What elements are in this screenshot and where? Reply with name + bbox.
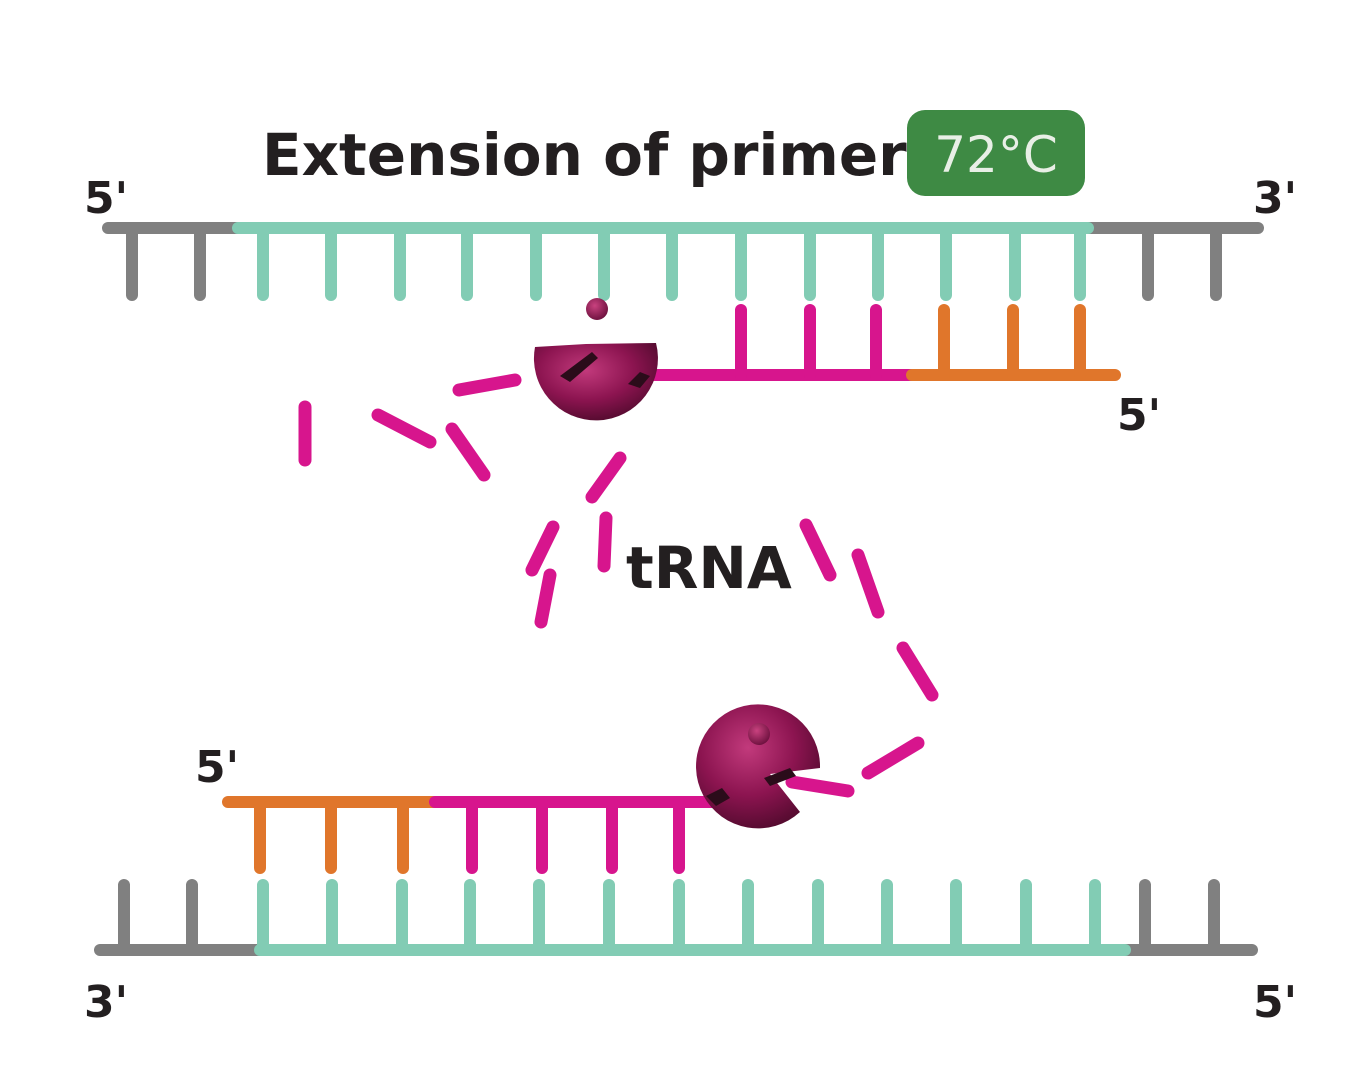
lower-primer-end-label: 5' xyxy=(195,742,239,793)
trna-label: tRNA xyxy=(626,534,792,602)
free-nucleotide xyxy=(585,451,627,504)
free-nucleotide xyxy=(861,736,925,780)
free-nucleotide xyxy=(785,775,855,798)
temperature-badge: 72°C xyxy=(907,110,1085,196)
free-nucleotide xyxy=(851,548,885,619)
top-right-end-label: 3' xyxy=(1253,173,1297,224)
top-strand-bases xyxy=(126,222,1222,301)
free-nucleotide xyxy=(597,511,613,573)
free-nucleotide xyxy=(896,641,939,702)
polymerase-lower-body xyxy=(696,704,821,829)
bottom-left-end-label: 3' xyxy=(84,977,128,1028)
upper-primer-end-label: 5' xyxy=(1117,390,1161,441)
free-nucleotide xyxy=(371,408,437,449)
upper-new-bases xyxy=(735,304,1086,381)
free-nucleotide xyxy=(525,520,560,577)
upper-new-strand xyxy=(624,304,1121,381)
polymerase-upper xyxy=(533,298,658,421)
bottom-right-end-label: 5' xyxy=(1253,977,1297,1028)
temperature-badge-background xyxy=(907,110,1085,196)
free-nucleotide xyxy=(452,373,522,397)
bottom-template-strand xyxy=(94,879,1258,956)
polymerase-lower xyxy=(696,704,821,829)
polymerase-upper-body xyxy=(533,343,658,421)
polymerase-upper-eye xyxy=(586,298,608,320)
top-template-strand xyxy=(102,222,1264,301)
polymerase-lower-eye xyxy=(748,723,770,745)
polymerase-lower-mouth xyxy=(764,768,796,786)
bottom-strand-bases xyxy=(118,879,1220,956)
polymerase-lower-groove xyxy=(706,788,730,806)
lower-new-strand xyxy=(222,796,731,874)
polymerase-upper-mouth xyxy=(560,352,598,382)
free-nucleotides xyxy=(298,373,939,798)
title: Extension of primers xyxy=(262,121,941,189)
free-nucleotide xyxy=(534,568,557,629)
top-left-end-label: 5' xyxy=(84,173,128,224)
temperature-label: 72°C xyxy=(934,126,1058,184)
free-nucleotide xyxy=(445,422,491,482)
free-nucleotide xyxy=(799,518,837,582)
lower-new-bases xyxy=(254,796,685,874)
polymerase-upper-groove xyxy=(628,372,650,388)
